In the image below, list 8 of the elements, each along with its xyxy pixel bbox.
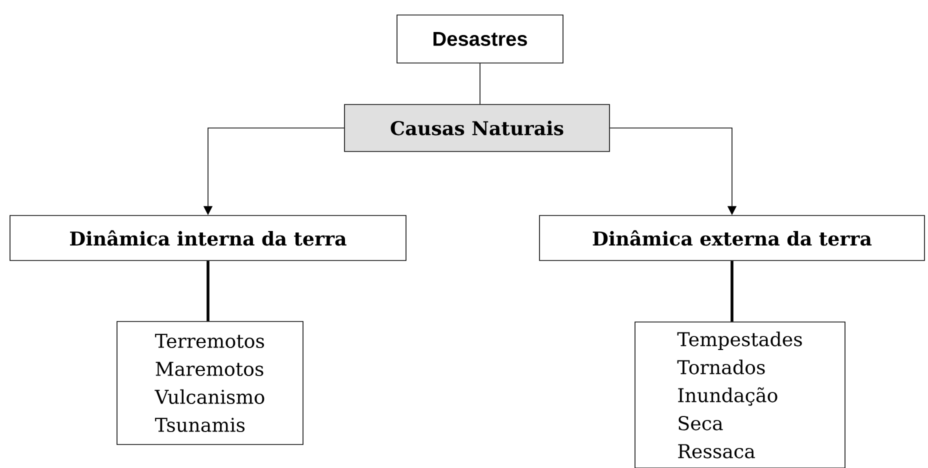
connector-line xyxy=(730,260,734,322)
connector-line xyxy=(206,260,210,322)
title-box: Desastres xyxy=(396,14,564,64)
category-box: Dinâmica interna da terra xyxy=(10,215,406,261)
category-box: Dinâmica externa da terra xyxy=(539,215,925,261)
category-box: Causas Naturais xyxy=(344,104,610,152)
list-box: Tempestades Tornados Inundação Seca Ressaca xyxy=(634,322,846,468)
list-box: Terremotos Maremotos Vulcanismo Tsunamis xyxy=(116,321,304,445)
